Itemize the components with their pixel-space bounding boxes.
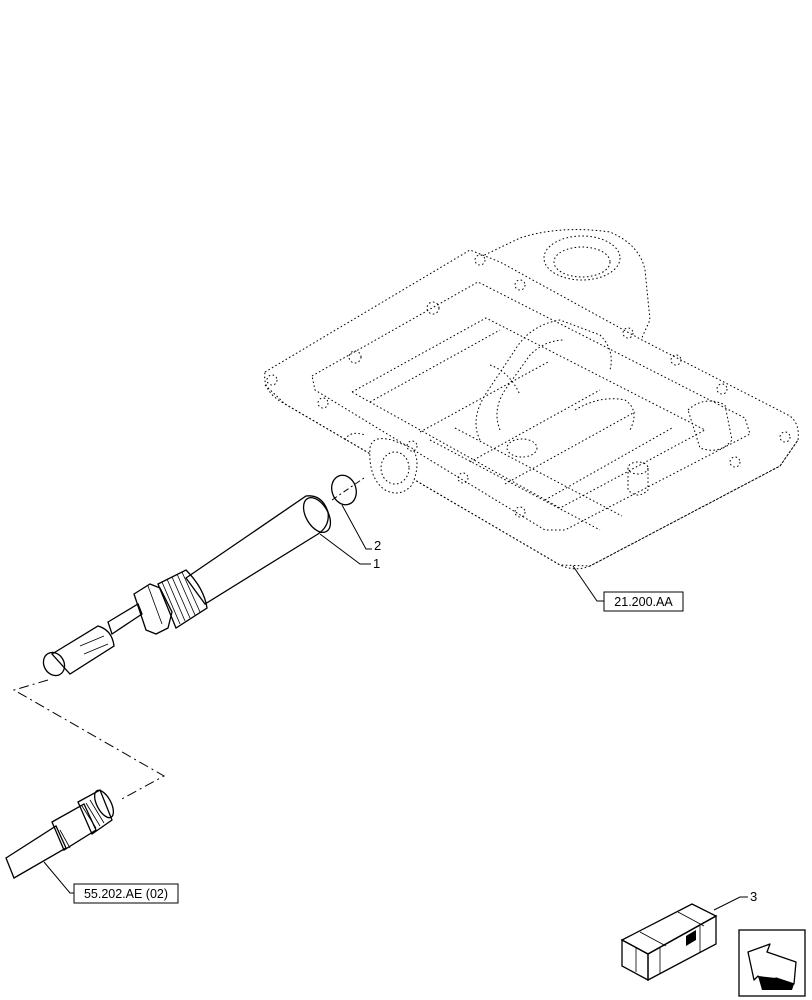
callout-3: 3 xyxy=(750,889,757,904)
kit-box-icon xyxy=(620,903,718,982)
harness-connector xyxy=(5,789,115,879)
reference-box-housing[interactable] xyxy=(603,591,684,612)
reference-box-harness[interactable] xyxy=(73,883,179,904)
callout-2: 2 xyxy=(374,538,381,553)
reference-harness[interactable]: 55.202.AE (02) xyxy=(84,887,168,901)
o-ring xyxy=(331,474,357,506)
reference-housing[interactable]: 21.200.AA xyxy=(614,595,673,609)
transmission-housing-phantom xyxy=(264,229,799,570)
connection-line xyxy=(12,679,166,801)
navigation-arrow-icon[interactable] xyxy=(738,929,806,997)
sensor xyxy=(42,495,332,677)
callout-1: 1 xyxy=(373,556,380,571)
